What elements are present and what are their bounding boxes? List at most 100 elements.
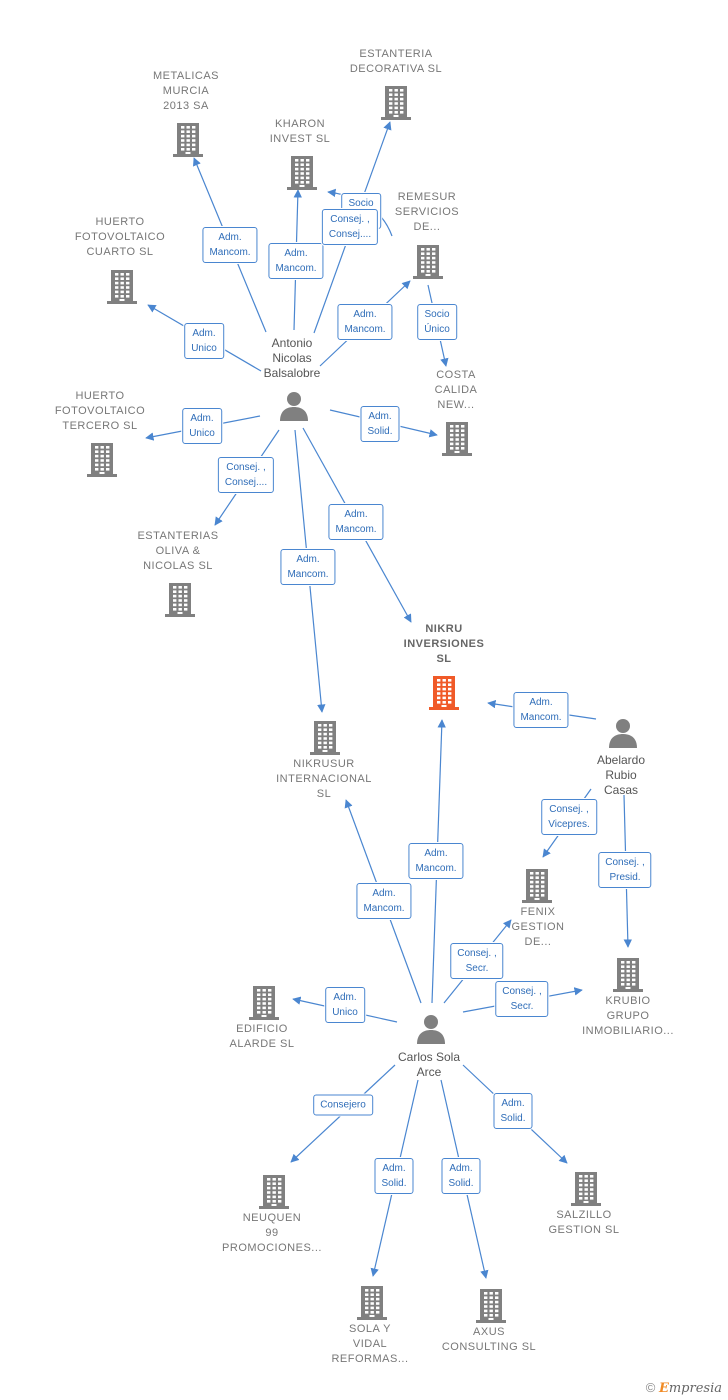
relation-label[interactable]: Adm. Unico	[325, 987, 365, 1023]
relation-label[interactable]: Adm. Unico	[182, 408, 222, 444]
building-icon	[381, 86, 411, 120]
relation-label[interactable]: Consej. , Vicepres.	[541, 799, 597, 835]
relation-label[interactable]: Adm. Solid.	[441, 1158, 481, 1194]
company-node-nikrusur[interactable]	[309, 717, 341, 755]
building-icon	[173, 123, 203, 157]
relation-label[interactable]: Consej. , Consej....	[321, 209, 379, 245]
building-icon	[87, 443, 117, 477]
building-icon	[613, 958, 643, 992]
building-icon	[259, 1175, 289, 1209]
company-node-sola-vidal[interactable]	[356, 1282, 388, 1320]
company-node-remesur[interactable]	[412, 241, 444, 279]
relation-label[interactable]: Adm. Solid.	[374, 1158, 414, 1194]
company-node-estanterias-oliva[interactable]	[164, 579, 196, 617]
relation-label[interactable]: Adm. Mancom.	[337, 304, 393, 340]
person-icon	[280, 392, 308, 421]
company-node-huerto-tercero[interactable]	[86, 439, 118, 477]
relation-label[interactable]: Consej. , Secr.	[495, 981, 549, 1017]
footer: © Empresia	[646, 1380, 722, 1396]
company-node-kharon-invest[interactable]	[286, 152, 318, 190]
relation-label[interactable]: Adm. Solid.	[493, 1093, 533, 1129]
relation-label[interactable]: Adm. Unico	[184, 323, 224, 359]
copyright-symbol: ©	[645, 1380, 656, 1395]
company-node-nikru[interactable]	[428, 672, 460, 710]
relation-label[interactable]: Adm. Mancom.	[356, 883, 412, 919]
relation-label[interactable]: Consej. , Consej....	[217, 457, 275, 493]
relation-label[interactable]: Socio Único	[417, 304, 457, 340]
relation-label[interactable]: Adm. Mancom.	[268, 243, 324, 279]
building-icon	[571, 1172, 601, 1206]
relation-label[interactable]: Adm. Mancom.	[408, 843, 464, 879]
building-icon	[357, 1286, 387, 1320]
building-icon	[442, 422, 472, 456]
relation-label[interactable]: Adm. Mancom.	[328, 504, 384, 540]
person-icon	[417, 1015, 445, 1044]
building-icon	[107, 270, 137, 304]
building-icon	[413, 245, 443, 279]
company-node-metalicas-murcia[interactable]	[172, 119, 204, 157]
relation-label[interactable]: Adm. Mancom.	[202, 227, 258, 263]
relation-label[interactable]: Adm. Mancom.	[513, 692, 569, 728]
relation-label[interactable]: Consej. , Secr.	[450, 943, 504, 979]
relation-label[interactable]: Adm. Mancom.	[280, 549, 336, 585]
brand-logo[interactable]: Empresia	[658, 1381, 722, 1396]
company-node-fenix[interactable]	[521, 865, 553, 903]
company-node-axus[interactable]	[475, 1285, 507, 1323]
company-node-salzillo[interactable]	[570, 1168, 602, 1206]
person-node-abelardo[interactable]	[608, 718, 638, 753]
building-icon	[287, 156, 317, 190]
relation-label[interactable]: Consejero	[313, 1094, 373, 1116]
person-node-carlos[interactable]	[416, 1014, 446, 1049]
company-node-huerto-cuarto[interactable]	[106, 266, 138, 304]
relation-label[interactable]: Adm. Solid.	[360, 406, 400, 442]
building-icon	[310, 721, 340, 755]
relation-label[interactable]: Consej. , Presid.	[598, 852, 652, 888]
company-node-neuquen[interactable]	[258, 1171, 290, 1209]
company-node-edificio-alarde[interactable]	[248, 982, 280, 1020]
person-node-antonio[interactable]	[279, 391, 309, 426]
building-icon	[429, 676, 459, 710]
building-icon	[165, 583, 195, 617]
building-icon	[522, 869, 552, 903]
person-icon	[609, 719, 637, 748]
company-node-costa-calida[interactable]	[441, 418, 473, 456]
company-node-estanteria-decorativa[interactable]	[380, 82, 412, 120]
company-node-krubio[interactable]	[612, 954, 644, 992]
building-icon	[249, 986, 279, 1020]
